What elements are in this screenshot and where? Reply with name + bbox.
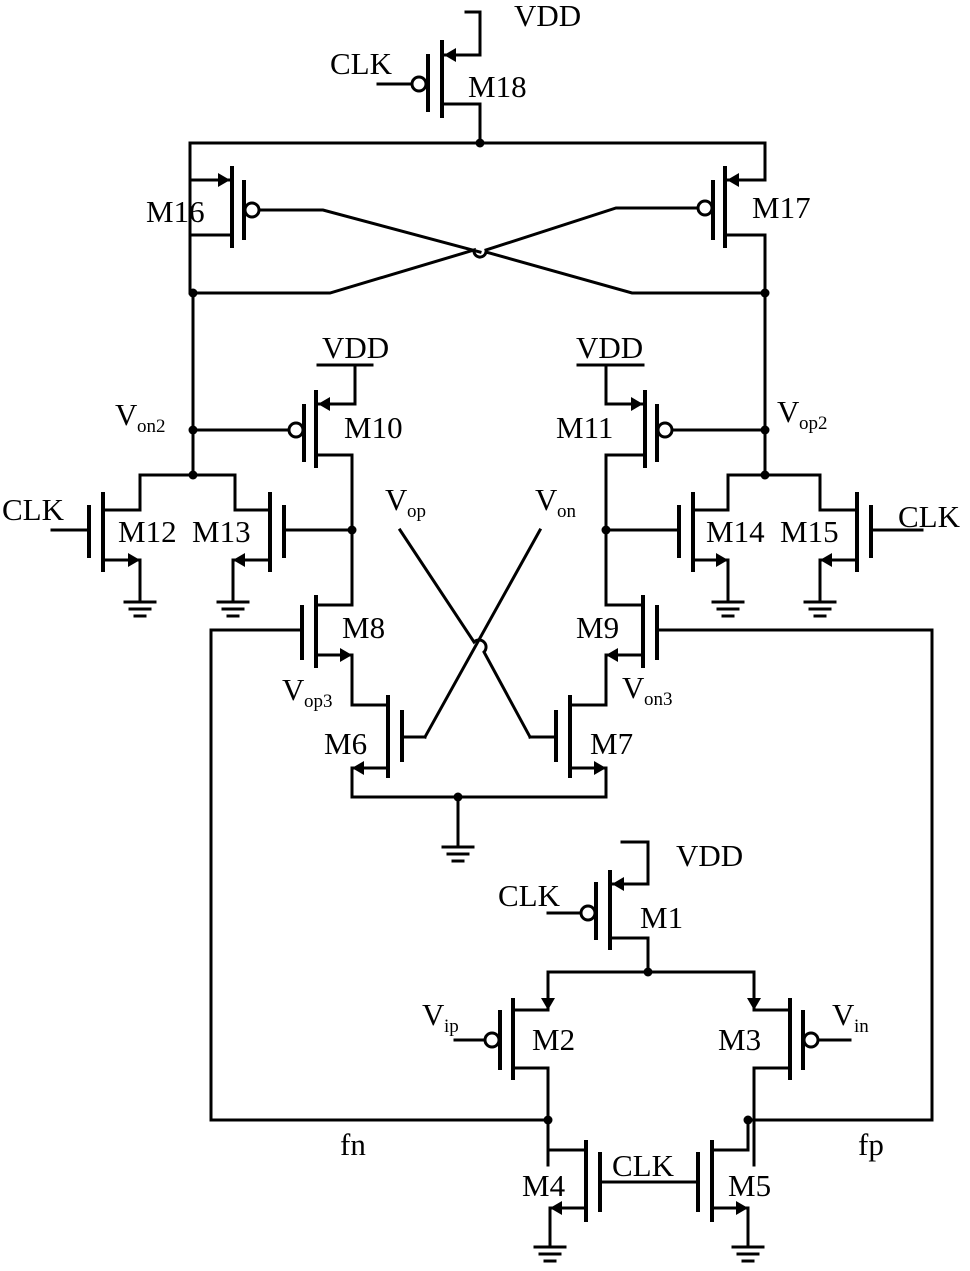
von-label: V: [535, 482, 558, 517]
label-m3: M3: [718, 1022, 761, 1057]
junction-dot: [760, 470, 770, 480]
label-m12: M12: [118, 514, 177, 549]
label-m7: M7: [590, 726, 633, 761]
transistor-m12: [50, 492, 142, 602]
fp-label: fp: [858, 1127, 884, 1162]
vdd-label-m11: VDD: [576, 330, 643, 365]
label-m14: M14: [706, 514, 765, 549]
junction-dot: [643, 967, 653, 977]
clk-label-m12: CLK: [2, 492, 65, 527]
wire-m14-m15-drain: [726, 473, 822, 512]
wire-fn: [209, 628, 550, 1122]
label-m16: M16: [146, 194, 205, 229]
von3-sub: on3: [644, 689, 673, 710]
transistor-m18: [376, 10, 482, 145]
ground-symbol: [216, 600, 250, 618]
clk-label-m15: CLK: [898, 499, 961, 534]
ground-symbol: [533, 1245, 567, 1263]
label-m17: M17: [752, 190, 811, 225]
vop-sub: op: [407, 501, 426, 522]
transistor-m11: [604, 363, 767, 532]
wire-m12-m13-drain: [138, 473, 237, 512]
label-m15: M15: [780, 514, 839, 549]
wire-m1-drain: [546, 970, 756, 1012]
wire-fp: [655, 628, 934, 1122]
label-m8: M8: [342, 610, 385, 645]
fn-label: fn: [340, 1127, 366, 1162]
vdd-label-m10: VDD: [322, 330, 389, 365]
ground-symbol: [711, 600, 745, 618]
label-m2: M2: [532, 1022, 575, 1057]
transistor-m6: [350, 695, 608, 799]
transistor-m9: [568, 528, 659, 707]
vop-label: V: [385, 482, 408, 517]
transistor-m13: [231, 492, 354, 602]
vop2-sub: op2: [799, 413, 828, 434]
junction-dot: [475, 138, 485, 148]
ground-symbol: [441, 845, 475, 863]
vin-sub: in: [854, 1016, 869, 1037]
label-m5: M5: [728, 1168, 771, 1203]
ground-symbol: [803, 600, 837, 618]
transistor-m7: [528, 695, 606, 778]
transistor-m5: [696, 1118, 750, 1247]
wire-von-cross: [422, 527, 543, 740]
transistor-m17: [484, 166, 767, 292]
vdd-label-m18: VDD: [514, 0, 581, 33]
wire-cross-latch: [188, 247, 767, 295]
clk-label-m18: CLK: [330, 46, 393, 81]
transistor-m15: [818, 492, 924, 602]
vdd-label-m1: VDD: [676, 838, 743, 873]
label-m10: M10: [344, 410, 403, 445]
transistor-m8: [300, 528, 390, 707]
vop2-label: V: [777, 394, 800, 429]
vop3-label: V: [282, 672, 305, 707]
transistor-m3: [747, 998, 852, 1167]
vip-label: V: [422, 997, 445, 1032]
junction-dot: [760, 425, 770, 435]
von2-sub: on2: [137, 416, 166, 437]
label-m18: M18: [468, 69, 527, 104]
ground-symbol: [731, 1245, 765, 1263]
wire-vop-cross: [397, 527, 533, 740]
vop3-sub: op3: [304, 691, 333, 712]
von2-label: V: [115, 397, 138, 432]
label-m9: M9: [576, 610, 619, 645]
von3-label: V: [622, 670, 645, 705]
transistor-m16: [188, 166, 482, 254]
transistor-m14: [604, 492, 730, 602]
label-m13: M13: [192, 514, 251, 549]
vin-label: V: [832, 997, 855, 1032]
wire-top-rail: [188, 141, 767, 292]
vip-sub: ip: [444, 1016, 459, 1037]
junction-dot: [188, 470, 198, 480]
transistor-m1: [546, 840, 650, 974]
label-m4: M4: [522, 1168, 566, 1203]
junction-dot: [188, 425, 198, 435]
label-m1: M1: [640, 900, 683, 935]
von-sub: on: [557, 501, 577, 522]
label-m6: M6: [324, 726, 367, 761]
clk-label-m4-m5: CLK: [612, 1148, 675, 1183]
clk-label-m1: CLK: [498, 878, 561, 913]
label-m11: M11: [556, 410, 613, 445]
ground-symbol: [123, 600, 157, 618]
transistor-m10: [191, 363, 357, 532]
